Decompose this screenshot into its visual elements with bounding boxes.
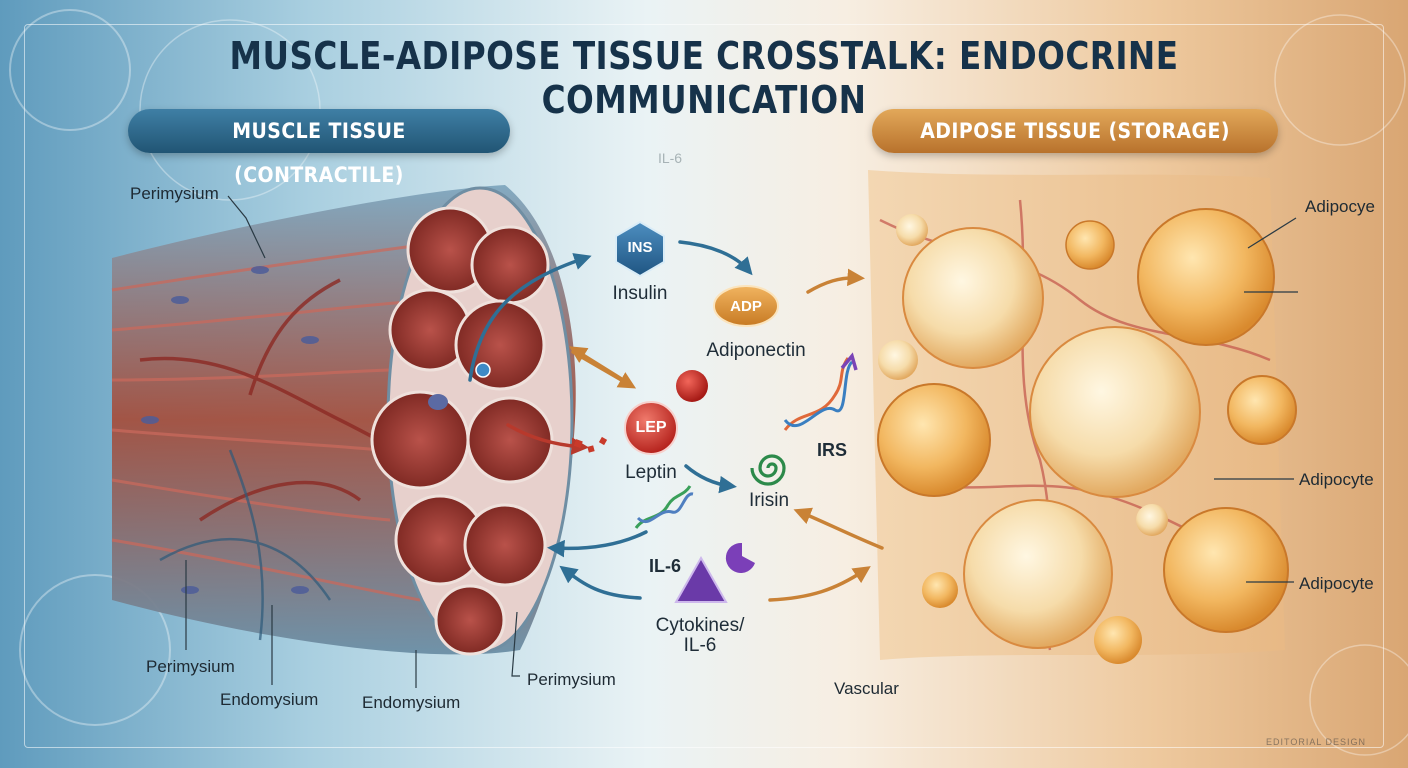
label-adipocyte-2: Adipocyte [1299, 574, 1374, 593]
leptin-label: Leptin [625, 462, 677, 483]
leader-lines [185, 195, 1298, 688]
cytokines-label: Cytokines/ IL-6 [655, 615, 745, 656]
background-cells [9, 9, 1408, 756]
dna-helix [783, 352, 858, 431]
label-perimysium-top: Perimysium [130, 184, 219, 203]
label-endomysium-2: Endomysium [362, 693, 461, 712]
molecule-shapes [573, 220, 858, 603]
ins-badge-text: INS [627, 239, 653, 256]
il6-label: IL-6 [648, 556, 681, 576]
il6-faint-label: IL-6 [657, 150, 683, 166]
label-vascular: Vascular [834, 679, 899, 698]
label-adipocye: Adipocye [1305, 197, 1375, 216]
irisin-spiral [750, 454, 786, 486]
label-perimysium-right: Perimysium [527, 670, 616, 689]
lep-circle [624, 401, 678, 455]
fascicles [370, 206, 554, 656]
watermark-editorial: EDITORIAL DESIGN [1266, 737, 1367, 747]
irs-label: IRS [816, 440, 847, 460]
cytokine-pacman [725, 542, 755, 573]
adipose-tissue-banner: ADIPOSE TISSUE (STORAGE) [872, 109, 1278, 153]
adiponectin-label: Adiponectin [706, 340, 806, 361]
adp-capsule [713, 285, 779, 327]
muscle-tissue-banner: MUSCLE TISSUE (CONTRACTILE) [128, 109, 510, 187]
green-helix [634, 485, 694, 529]
signal-arrows [468, 240, 884, 602]
label-adipocyte-1: Adipocyte [1299, 470, 1374, 489]
lep-badge-text: LEP [635, 419, 667, 436]
red-fragments [573, 436, 608, 453]
label-perimysium-bottom: Perimysium [146, 657, 235, 676]
muscle-banner-label: MUSCLE TISSUE (CONTRACTILE) [232, 119, 406, 187]
insulin-label: Insulin [612, 283, 668, 304]
adipose-tissue [868, 170, 1297, 664]
page-title: MUSCLE-ADIPOSE TISSUE CROSSTALK: ENDOCRI… [229, 34, 1179, 122]
muscle-bundle [111, 185, 576, 656]
ins-hexagon [615, 220, 665, 278]
irisin-label: Irisin [748, 490, 790, 511]
label-endomysium-1: Endomysium [220, 690, 319, 709]
adp-badge-text: ADP [730, 298, 762, 315]
cytokine-triangle [674, 555, 728, 603]
border-frame [24, 24, 1384, 748]
adipose-banner-label: ADIPOSE TISSUE (STORAGE) [920, 119, 1230, 143]
red-molecule [676, 370, 708, 402]
